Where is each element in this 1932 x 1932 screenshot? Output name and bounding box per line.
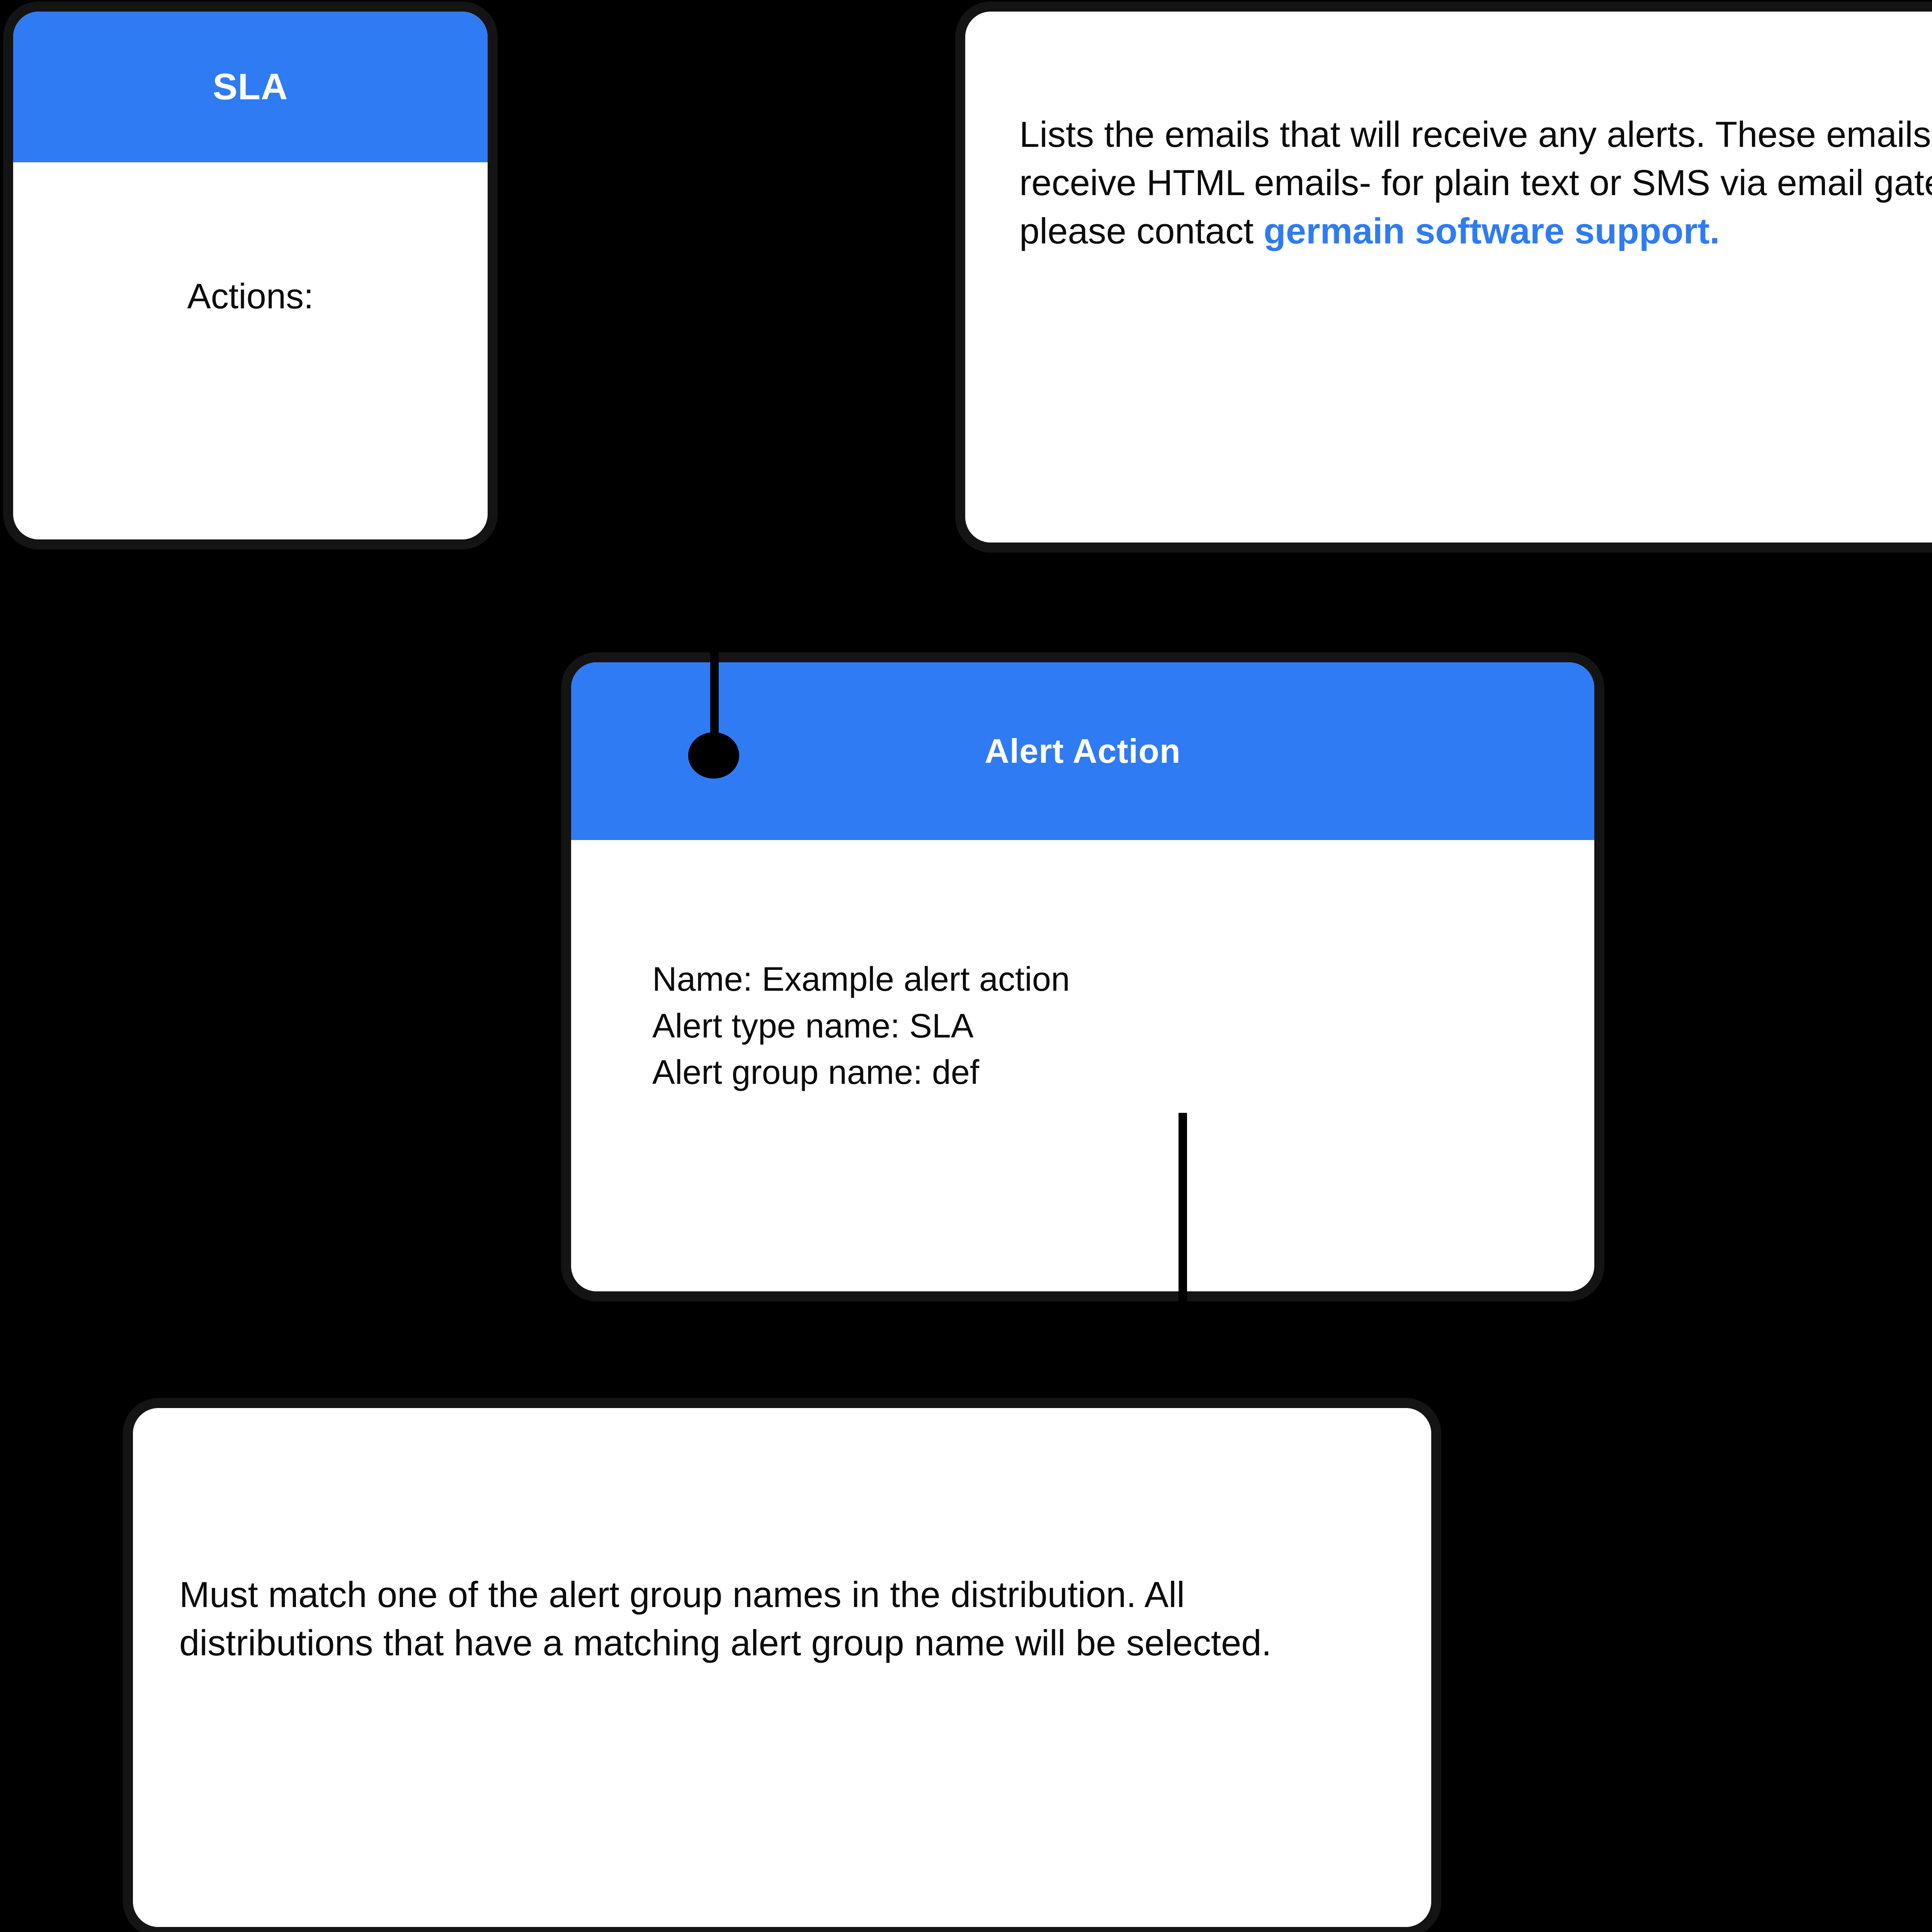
alert-action-field-list: Name: Example alert action Alert type na… <box>652 956 1070 1096</box>
alert-group-match-text: Must match one of the alert group names … <box>179 1574 1272 1663</box>
alert-action-name-line: Name: Example alert action <box>652 960 1070 998</box>
alert-action-card: Alert Action Name: Example alert action … <box>561 652 1604 1301</box>
alert-action-card-body: Name: Example alert action Alert type na… <box>571 840 1594 1291</box>
email-note-text: Lists the emails that will receive any a… <box>1019 110 1932 255</box>
sla-actions-label: Actions: <box>187 277 314 316</box>
connector-email-note-to-alert-action <box>710 547 719 763</box>
email-note-callout: Lists the emails that will receive any a… <box>955 2 1932 553</box>
alert-action-card-header: Alert Action <box>571 662 1594 840</box>
alert-action-group-line: Alert group name: def <box>652 1053 980 1092</box>
sla-card-title: SLA <box>213 66 288 107</box>
germain-support-link[interactable]: germain software support. <box>1264 211 1720 252</box>
sla-card: SLA Actions: <box>3 2 498 549</box>
alert-group-match-callout: Must match one of the alert group names … <box>123 1398 1441 1932</box>
connector-alert-action-to-note <box>1179 1113 1187 1306</box>
email-note-text-plain: Lists the emails that will receive any a… <box>1019 114 1932 252</box>
sla-card-header: SLA <box>13 12 488 162</box>
alert-group-match-body: Must match one of the alert group names … <box>133 1408 1431 1927</box>
connector-dot-alert-action <box>688 732 739 779</box>
email-note-body: Lists the emails that will receive any a… <box>965 12 1932 543</box>
alert-action-card-title: Alert Action <box>985 732 1181 770</box>
sla-card-body: Actions: <box>13 162 488 539</box>
connector-note-to-alert-group-name <box>1931 1359 1932 1367</box>
alert-action-type-line: Alert type name: SLA <box>652 1006 974 1045</box>
